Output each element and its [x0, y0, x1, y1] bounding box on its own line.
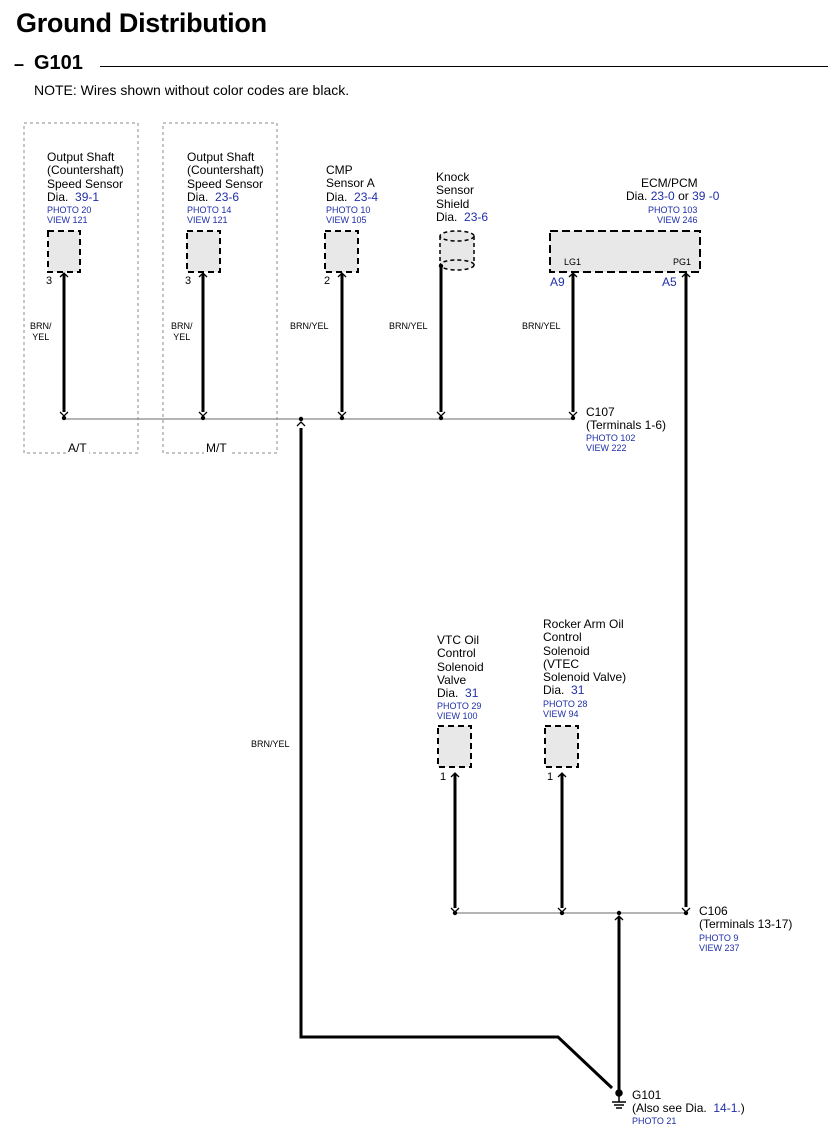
wire-main-trunk	[299, 428, 614, 1090]
c106-photo[interactable]: PHOTO 9	[699, 933, 739, 943]
ground-icon	[612, 1089, 626, 1109]
mt-group-label: M/T	[204, 441, 229, 456]
section-rule	[100, 66, 828, 67]
cmp-view[interactable]: VIEW 105	[326, 215, 367, 225]
cmp-dia-link[interactable]: 23-4	[354, 189, 379, 204]
ecm-body	[549, 230, 701, 273]
ecm-view[interactable]: VIEW 246	[657, 215, 698, 225]
ecm-dia-link-2[interactable]: 39 -0	[692, 189, 720, 203]
ecm-dia-link-1[interactable]: 23-0	[650, 189, 675, 203]
cmp-label: CMP Sensor A Dia. 23-4	[326, 163, 379, 204]
ecm-name: ECM/PCM	[641, 176, 698, 190]
vtc-body	[437, 725, 472, 768]
knock-dia-link[interactable]: 23-6	[464, 209, 489, 224]
oss-at-label: Output Shaft (Countershaft) Speed Sensor…	[47, 150, 124, 204]
rocker-dia-link[interactable]: 31	[571, 683, 585, 698]
c106-view[interactable]: VIEW 237	[699, 943, 740, 953]
c107-label: C107 (Terminals 1-6)	[586, 405, 667, 433]
oss-mt-view[interactable]: VIEW 121	[187, 215, 228, 225]
oss-mt-dia-link[interactable]: 23-6	[215, 189, 240, 204]
cmp-body	[324, 230, 359, 273]
oss-at-view[interactable]: VIEW 121	[47, 215, 88, 225]
knock-label: Knock Sensor Shield Dia. 23-6	[436, 170, 489, 224]
oss-at-pin: 3	[46, 275, 53, 287]
oss-at-dia-link[interactable]: 39-1	[75, 189, 100, 204]
oss-at-body	[47, 230, 81, 273]
c106-label: C106 (Terminals 13-17)	[699, 904, 793, 932]
g101-photo[interactable]: PHOTO 21	[632, 1116, 677, 1126]
ecm-pin-lg1: LG1	[564, 257, 582, 267]
page-title: Ground Distribution	[16, 8, 267, 38]
section-title: G101	[34, 52, 83, 74]
c107-photo[interactable]: PHOTO 102	[586, 433, 636, 443]
ecm-terminal-a9: A9	[550, 275, 565, 289]
cmp-photo[interactable]: PHOTO 10	[326, 205, 371, 215]
vtc-photo[interactable]: PHOTO 29	[437, 701, 482, 711]
ecm-wire-label: BRN/YEL	[522, 321, 561, 331]
rocker-view[interactable]: VIEW 94	[543, 709, 579, 719]
rocker-photo[interactable]: PHOTO 28	[543, 699, 588, 709]
oss-at-wire-label: BRN/ YEL	[30, 321, 52, 342]
oss-mt-photo[interactable]: PHOTO 14	[187, 205, 232, 215]
ecm-dia: Dia. 23-0 or 39 -0	[626, 189, 720, 203]
cmp-wire-label: BRN/YEL	[290, 321, 329, 331]
cmp-pin: 2	[324, 275, 331, 287]
shield-icon	[439, 230, 475, 271]
ecm-pin-pg1: PG1	[673, 257, 692, 267]
ecm-terminal-a5: A5	[662, 275, 677, 289]
oss-mt-label: Output Shaft (Countershaft) Speed Sensor…	[187, 150, 264, 204]
note-text: NOTE: Wires shown without color codes ar…	[34, 82, 350, 98]
oss-at-photo[interactable]: PHOTO 20	[47, 205, 92, 215]
g101-dia-link[interactable]: 14-1.	[713, 1101, 741, 1116]
oss-mt-wire-label: BRN/ YEL	[171, 321, 193, 342]
oss-mt-body	[186, 230, 221, 273]
at-group-label: A/T	[66, 441, 89, 456]
vtc-label: VTC Oil Control Solenoid Valve Dia. 31	[437, 633, 484, 701]
c107-view[interactable]: VIEW 222	[586, 443, 627, 453]
g101-label: G101 (Also see Dia. 14-1.)	[632, 1088, 745, 1116]
oss-mt-pin: 3	[185, 275, 192, 287]
rocker-pin: 1	[547, 771, 554, 783]
vtc-dia-link[interactable]: 31	[465, 686, 479, 701]
vtc-view[interactable]: VIEW 100	[437, 711, 478, 721]
main-wire-label: BRN/YEL	[251, 739, 290, 749]
vtc-pin: 1	[440, 771, 447, 783]
section-dash: –	[14, 54, 25, 74]
rocker-label: Rocker Arm Oil Control Solenoid (VTEC So…	[543, 617, 627, 698]
ecm-photo[interactable]: PHOTO 103	[648, 205, 698, 215]
knock-wire-label: BRN/YEL	[389, 321, 428, 331]
rocker-body	[544, 725, 579, 768]
